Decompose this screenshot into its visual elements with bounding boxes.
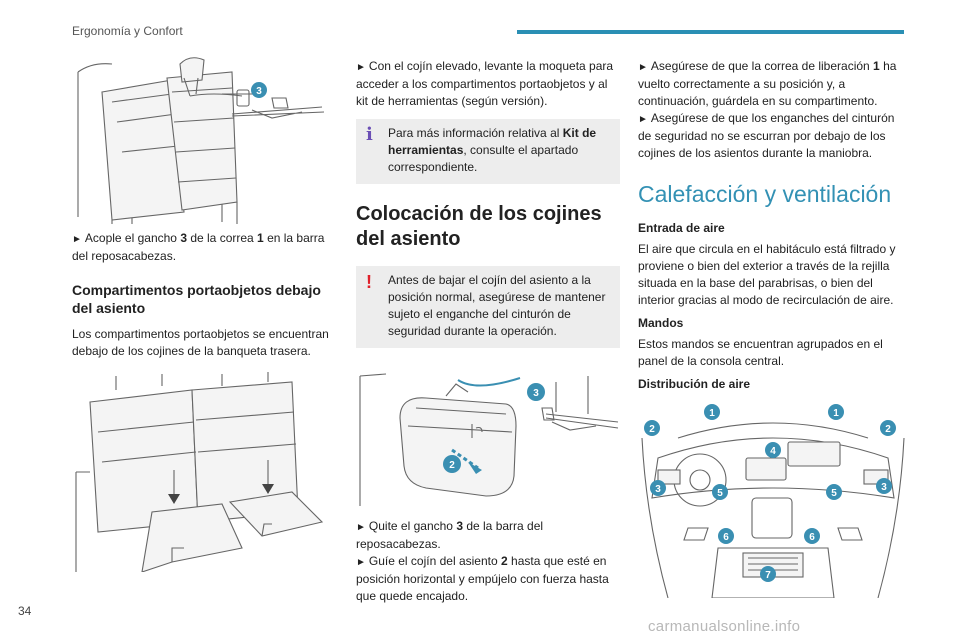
rear-seat-headrest-strap-illustration: 3 [77, 57, 325, 224]
info-icon: i [366, 124, 373, 145]
callout-3-left [650, 480, 666, 496]
callout-1-right [828, 404, 844, 420]
subheading-controls: Mandos [638, 316, 684, 330]
callout-3 [251, 82, 267, 98]
svg-text:2: 2 [449, 460, 455, 471]
arrow-bullet-icon: ► [638, 114, 648, 125]
svg-text:2: 2 [649, 424, 655, 435]
warning-note: ! Antes de bajar el cojín del asiento a … [356, 266, 620, 348]
arrow-bullet-icon: ► [638, 62, 648, 73]
svg-text:3: 3 [655, 484, 661, 495]
callout-4 [765, 442, 781, 458]
para-air-intake: El aire que circula en el habitáculo est… [638, 242, 896, 307]
para-storage-under-seat: Los compartimentos portaobjetos se encue… [72, 327, 329, 358]
svg-text:6: 6 [723, 532, 729, 543]
info-note: i Para más información relativa al Kit d… [356, 119, 620, 184]
callout-3-right [876, 478, 892, 494]
step-attach-hook: ►Acople el gancho 3 de la correa 1 en la… [72, 231, 325, 263]
arrow-bullet-icon: ► [356, 62, 366, 73]
heading-heating-ventilation: Calefacción y ventilación [638, 181, 892, 207]
callout-1-left [704, 404, 720, 420]
para-controls: Estos mandos se encuentran agrupados en … [638, 337, 883, 368]
svg-text:5: 5 [831, 488, 837, 499]
svg-text:5: 5 [717, 488, 723, 499]
callout-6-right [804, 528, 820, 544]
watermark: carmanualsonline.info [648, 618, 801, 635]
step-check-release-strap: ►Asegúrese de que la correa de liberació… [638, 59, 897, 108]
callout-6-left [718, 528, 734, 544]
callout-3-label: 3 [256, 86, 262, 97]
callout-5-right [826, 484, 842, 500]
step-guide-cushion: ►Guíe el cojín del asiento 2 hasta que e… [356, 554, 609, 603]
svg-text:3: 3 [881, 482, 887, 493]
step-remove-hook: ►Quite el gancho 3 de la barra del repos… [356, 519, 544, 551]
svg-text:6: 6 [809, 532, 815, 543]
svg-text:3: 3 [533, 388, 539, 399]
heading-seat-cushion-placement: Colocación de los cojines del asiento [356, 203, 602, 250]
section-title: Ergonomía y Confort [72, 24, 183, 38]
air-distribution-dashboard-illustration: 1 1 2 2 4 3 3 5 5 6 6 7 [641, 404, 905, 598]
heading-storage-under-seat: Compartimentos portaobjetos debajo del a… [72, 282, 321, 316]
callout-2 [443, 455, 461, 473]
arrow-bullet-icon: ► [72, 234, 82, 245]
subheading-air-intake: Entrada de aire [638, 221, 725, 235]
storage-compartments-illustration [75, 372, 324, 572]
callout-2-left [644, 420, 660, 436]
svg-text:2: 2 [885, 424, 891, 435]
column-1: 3 ►Acople el gancho 3 de la correa 1 en … [72, 52, 334, 572]
callout-7 [760, 566, 776, 582]
svg-text:1: 1 [709, 408, 715, 419]
page-number: 34 [18, 604, 32, 618]
callout-5-left [712, 484, 728, 500]
arrow-bullet-icon: ► [356, 557, 366, 568]
arrow-bullet-icon: ► [356, 522, 366, 533]
callout-3 [527, 383, 545, 401]
step-check-belt-buckles: ►Asegúrese de que los enganches del cint… [638, 111, 895, 160]
svg-text:1: 1 [833, 408, 839, 419]
warning-icon: ! [366, 272, 372, 292]
subheading-air-distribution: Distribución de aire [638, 377, 751, 391]
callout-2-right [880, 420, 896, 436]
header-accent-bar [517, 30, 904, 34]
column-2: ►Con el cojín elevado, levante la moquet… [356, 52, 620, 605]
seat-cushion-illustration: 2 3 [359, 373, 619, 506]
svg-text:7: 7 [765, 570, 771, 581]
column-3: ►Asegúrese de que la correa de liberació… [638, 52, 908, 598]
svg-text:4: 4 [770, 446, 776, 457]
step-lift-carpet: ►Con el cojín elevado, levante la moquet… [356, 59, 614, 108]
